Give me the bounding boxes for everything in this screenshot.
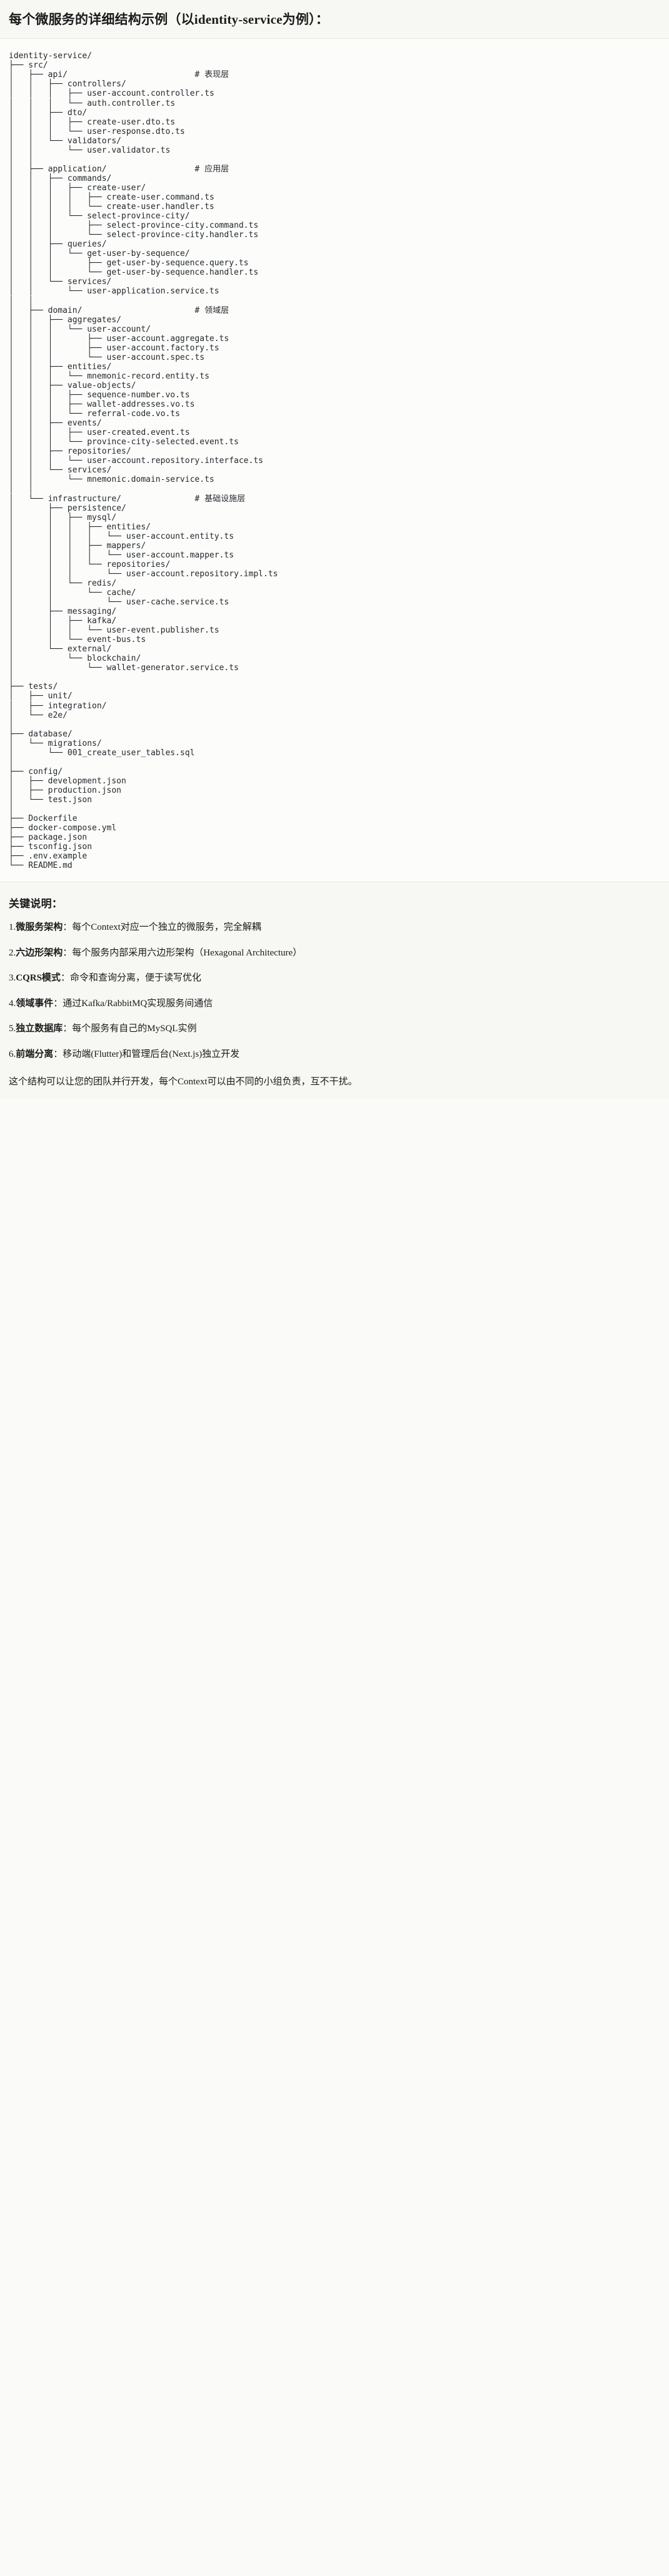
- note-number: 5.: [9, 1024, 16, 1034]
- note-number: 2.: [9, 947, 16, 958]
- note-separator: ：: [63, 1024, 73, 1034]
- note-lead: 六边形架构: [16, 947, 63, 958]
- note-separator: ：: [53, 1049, 63, 1059]
- note-body: 通过Kafka/RabbitMQ实现服务间通信: [63, 998, 213, 1009]
- note-lead: CQRS模式: [16, 973, 61, 984]
- key-notes-section: 关键说明： 1.微服务架构：每个Context对应一个独立的微服务，完全解耦 2…: [0, 882, 669, 1099]
- key-notes-heading: 关键说明：: [9, 898, 63, 910]
- note-body: 命令和查询分离，便于读写优化: [69, 973, 201, 984]
- page-title: 每个微服务的详细结构示例（以identity-service为例）：: [9, 12, 329, 27]
- note-item: 4.领域事件：通过Kafka/RabbitMQ实现服务间通信: [9, 997, 660, 1011]
- note-number: 6.: [9, 1049, 16, 1059]
- note-number: 1.: [9, 922, 16, 933]
- note-body: 每个服务有自己的MySQL实例: [72, 1024, 197, 1034]
- note-lead: 独立数据库: [16, 1024, 63, 1034]
- note-lead: 前端分离: [16, 1049, 54, 1059]
- note-lead: 微服务架构: [16, 922, 63, 933]
- note-number: 4.: [9, 998, 16, 1009]
- closing-paragraph: 这个结构可以让您的团队并行开发，每个Context可以由不同的小组负责，互不干扰…: [9, 1077, 358, 1087]
- note-lead: 领域事件: [16, 998, 54, 1009]
- directory-tree: identity-service/ ├── src/ │ ├── api/ # …: [9, 51, 278, 871]
- note-body: 移动端(Flutter)和管理后台(Next.js)独立开发: [63, 1049, 240, 1059]
- note-separator: ：: [63, 922, 73, 933]
- note-body: 每个Context对应一个独立的微服务，完全解耦: [72, 922, 261, 933]
- note-body: 每个服务内部采用六边形架构（Hexagonal Architecture）: [72, 947, 303, 958]
- note-separator: ：: [63, 947, 73, 958]
- note-item: 6.前端分离：移动端(Flutter)和管理后台(Next.js)独立开发: [9, 1047, 660, 1062]
- directory-tree-section: identity-service/ ├── src/ │ ├── api/ # …: [0, 39, 669, 883]
- note-separator: ：: [53, 998, 63, 1009]
- note-item: 5.独立数据库：每个服务有自己的MySQL实例: [9, 1022, 660, 1036]
- note-item: 2.六边形架构：每个服务内部采用六边形架构（Hexagonal Architec…: [9, 946, 660, 960]
- note-item: 1.微服务架构：每个Context对应一个独立的微服务，完全解耦: [9, 920, 660, 935]
- note-item: 3.CQRS模式：命令和查询分离，便于读写优化: [9, 971, 660, 985]
- note-separator: ：: [60, 973, 70, 984]
- title-section: 每个微服务的详细结构示例（以identity-service为例）：: [0, 0, 669, 39]
- note-number: 3.: [9, 973, 16, 984]
